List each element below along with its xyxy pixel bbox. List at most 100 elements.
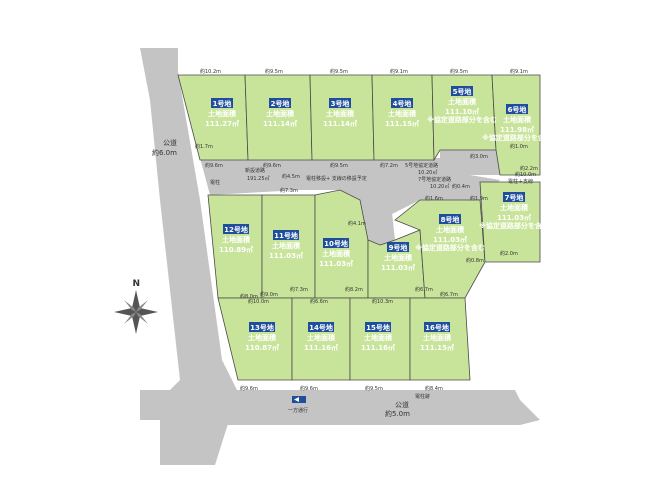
dim-south-2: 約9.5m (365, 385, 383, 392)
lot-8-area-label: 土地面積 (436, 225, 465, 234)
pole-guy-label: 電柱＋支線 (508, 178, 533, 185)
lot-1-number: 1号地 (213, 99, 232, 108)
lot-14-area-label: 土地面積 (307, 333, 336, 342)
lot-9-number: 9号地 (389, 243, 408, 252)
lot-16-badge (424, 322, 450, 332)
lot-13-area: 110.87㎡ (245, 343, 279, 352)
lot-13-number: 13号地 (250, 323, 274, 332)
lot-15-area-label: 土地面積 (364, 333, 393, 342)
dim-mid-9: 約6.7m (440, 291, 458, 298)
one-way-label: 一方通行 (288, 407, 308, 414)
dim-mid-7: 約10.3m (372, 298, 393, 305)
west-road-label: 公道 (163, 138, 177, 147)
dim-top-3: 約9.1m (390, 68, 408, 75)
lot-3-badge (329, 98, 351, 108)
lot-8-note: ※協定道路部分を含む (415, 243, 485, 252)
lot-9-area: 111.03㎡ (381, 263, 415, 272)
lot-7-note: ※協定道路部分を含む (479, 221, 549, 230)
dim-small-1: 約1.0m (510, 143, 528, 150)
lot-7-badge (503, 192, 525, 202)
lot-7-area: 111.03㎡ (497, 213, 531, 222)
dim-small-6: 約0.8m (466, 257, 484, 264)
lot-16-area-label: 土地面積 (423, 333, 452, 342)
dim-small-7: 約2.0m (500, 250, 518, 257)
dim-small-9: 約1.7m (195, 143, 213, 150)
lot-2-area-label: 土地面積 (266, 109, 295, 118)
lot-13-area-label: 土地面積 (248, 333, 277, 342)
lot-5-area-label: 土地面積 (448, 97, 477, 106)
lot-16-area: 111.15㎡ (420, 343, 454, 352)
lot-3-area-label: 土地面積 (326, 109, 355, 118)
lot-4-area: 111.15㎡ (385, 119, 419, 128)
pole-trace-label: 電柱跡 (415, 393, 430, 400)
dim-small-2: 約2.2m (520, 165, 538, 172)
agreement-road-5 (440, 150, 500, 175)
dim-row1-1: 約9.6m (263, 162, 281, 169)
lot-10-area-label: 土地面積 (322, 249, 351, 258)
lot-5-number: 5号地 (453, 87, 472, 96)
dim-row1-3: 約7.2m (380, 162, 398, 169)
lot-8-area: 111.03㎡ (433, 235, 467, 244)
lot-5[interactable] (431, 74, 497, 162)
lot-7-number: 7号地 (505, 193, 524, 202)
lot-10-area: 111.03㎡ (319, 259, 353, 268)
lot-8-number: 8号地 (441, 215, 460, 224)
agreement-road-5-label: 5号地協定道路 (405, 162, 438, 169)
lot-1-area-label: 土地面積 (208, 109, 237, 118)
lot-12-area-label: 土地面積 (222, 235, 251, 244)
lot-7-area-label: 土地面積 (500, 203, 529, 212)
lot-5-note: ※協定道路部分を含む (427, 115, 497, 124)
lot-6[interactable] (491, 74, 541, 176)
dim-top-0: 約10.2m (200, 68, 221, 75)
lot-14-badge (308, 322, 334, 332)
lot-11-badge (273, 230, 299, 240)
new-road-area: 191.25㎡ (247, 175, 270, 182)
lot-9-badge (387, 242, 409, 252)
west-public-road (140, 48, 238, 465)
utility-pole-label: 電柱 (210, 179, 220, 186)
lot-6-area: 111.98㎡ (500, 125, 534, 134)
dim-top-1: 約9.5m (265, 68, 283, 75)
lot-6-note: ※協定道路部分を含む (482, 133, 552, 142)
lot-9-area-label: 土地面積 (384, 253, 413, 262)
lot-16[interactable] (409, 297, 471, 381)
utility-relocation-label: 電柱移設+ 支線の移設予定 (306, 175, 367, 182)
dim-small-5: 約1.9m (470, 195, 488, 202)
dim-small-8: 約10.0m (515, 171, 536, 178)
dim-south-0: 約9.6m (240, 385, 258, 392)
lot-15-number: 15号地 (366, 323, 390, 332)
lot-3-number: 3号地 (331, 99, 350, 108)
lot-15-badge (365, 322, 391, 332)
south-road-width: 約5.0m (385, 409, 410, 418)
dim-top-5: 約9.1m (510, 68, 528, 75)
lot-16-number: 16号地 (425, 323, 449, 332)
south-public-road (140, 390, 540, 465)
lot-13-badge (249, 322, 275, 332)
new-road (200, 158, 500, 235)
dim-small-4: 約0.4m (452, 183, 470, 190)
center-dimension: 約4.1m (348, 220, 366, 227)
lot-15-area: 111.16㎡ (361, 343, 395, 352)
lot-11-area: 111.03㎡ (269, 251, 303, 260)
lot-2-number: 2号地 (271, 99, 290, 108)
new-road-width: 約4.5m (282, 173, 300, 180)
lot-3-area: 111.14㎡ (323, 119, 357, 128)
dim-mid-3: 約10.0m (248, 298, 269, 305)
lot-5-area: 111.10㎡ (445, 107, 479, 116)
lot-14-area: 111.16㎡ (304, 343, 338, 352)
lot-1-badge (211, 98, 233, 108)
